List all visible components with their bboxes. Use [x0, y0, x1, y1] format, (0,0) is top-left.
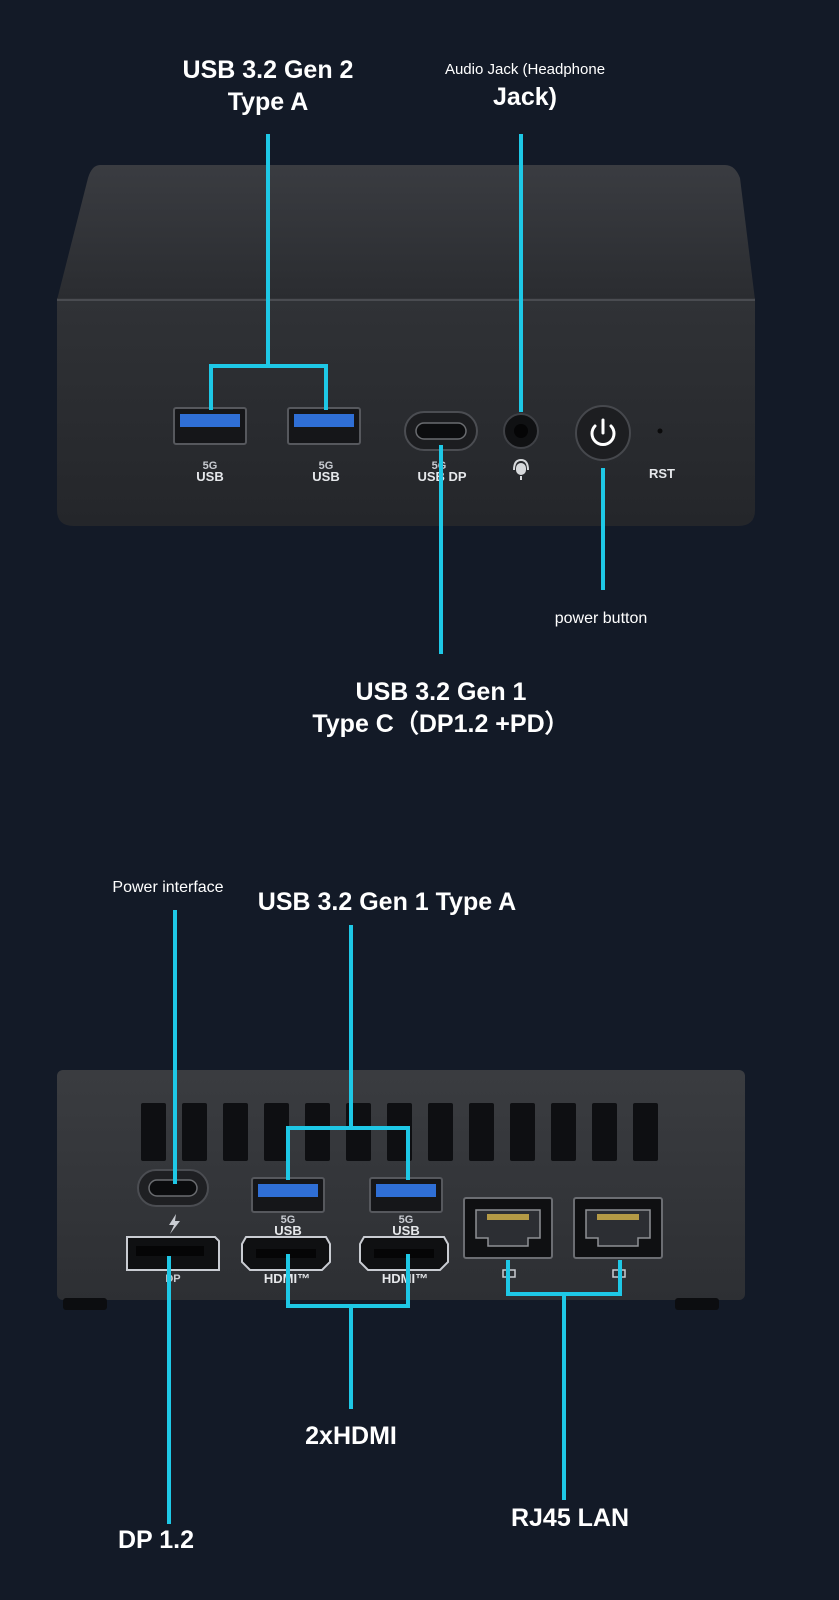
front-usb-a-label-line1: USB 3.2 Gen 2: [182, 56, 354, 84]
rear-device: DP 5G USB 5G USB HDMI™ HDMI™: [57, 1070, 745, 1310]
audio-jack-label-line2: Jack): [493, 83, 557, 111]
front-usb1-speed-text: 5G: [203, 460, 218, 472]
rear-vents: [141, 1103, 658, 1161]
front-usb-a-port-2: [287, 407, 361, 445]
rear-usb-a-port-2: [369, 1177, 443, 1213]
front-usb-c-label-line2: Type C（DP1.2 +PD）: [312, 710, 570, 738]
front-callout-lines: [209, 134, 605, 654]
power-button-label: power button: [554, 610, 648, 627]
audio-jack-port: [503, 413, 539, 449]
rear-usb-a-port-1: [251, 1177, 325, 1213]
rear-callout-lines: [167, 910, 622, 1524]
rear-hdmi2-text: HDMI™: [382, 1271, 428, 1286]
power-icon: [590, 418, 616, 446]
front-usb-c-label-line1: USB 3.2 Gen 1: [355, 678, 527, 706]
rear-rj45-port-1: [463, 1197, 553, 1259]
rear-usb2-name-text: USB: [392, 1223, 419, 1238]
front-device-top: [57, 165, 755, 300]
hdmi-label: 2xHDMI: [305, 1422, 397, 1450]
front-usb-a-label: USB 3.2 Gen 2 Type A: [183, 54, 354, 118]
audio-jack-label: Audio Jack (Headphone Jack): [445, 60, 605, 114]
front-usb-c-port: [404, 411, 478, 451]
rear-displayport: [126, 1236, 220, 1271]
reset-pinhole: [657, 428, 663, 434]
audio-jack-label-line1: Audio Jack (Headphone: [444, 61, 606, 78]
dp-label: DP 1.2: [118, 1526, 194, 1554]
rear-usb1-speed-text: 5G: [281, 1214, 296, 1226]
rear-usb1-name-text: USB: [274, 1223, 301, 1238]
thunderbolt-icon: [169, 1214, 180, 1234]
front-device: 5G USB 5G USB 5G USB DP: [57, 165, 755, 526]
rear-hdmi-port-2: [359, 1236, 449, 1271]
rear-usb2-speed-text: 5G: [399, 1214, 414, 1226]
rear-hdmi-port-1: [241, 1236, 331, 1271]
rj45-lan-label: RJ45 LAN: [510, 1504, 630, 1532]
headset-mic-icon: [513, 458, 529, 480]
rear-rj45-port-2: [573, 1197, 663, 1259]
rst-text: RST: [649, 466, 675, 481]
front-usb1-name-text: USB: [196, 469, 223, 484]
rear-usb-a-label: USB 3.2 Gen 1 Type A: [257, 888, 517, 916]
front-usb-c-label: USB 3.2 Gen 1 Type C（DP1.2 +PD）: [312, 676, 569, 740]
front-usb-a-label-line2: Type A: [227, 88, 309, 116]
front-usb-a-port-1: [173, 407, 247, 445]
power-button: [575, 405, 631, 461]
front-device-face: [57, 298, 755, 526]
front-usb2-speed-text: 5G: [319, 460, 334, 472]
front-usb2-name-text: USB: [312, 469, 339, 484]
power-interface-label: Power interface: [112, 879, 224, 896]
